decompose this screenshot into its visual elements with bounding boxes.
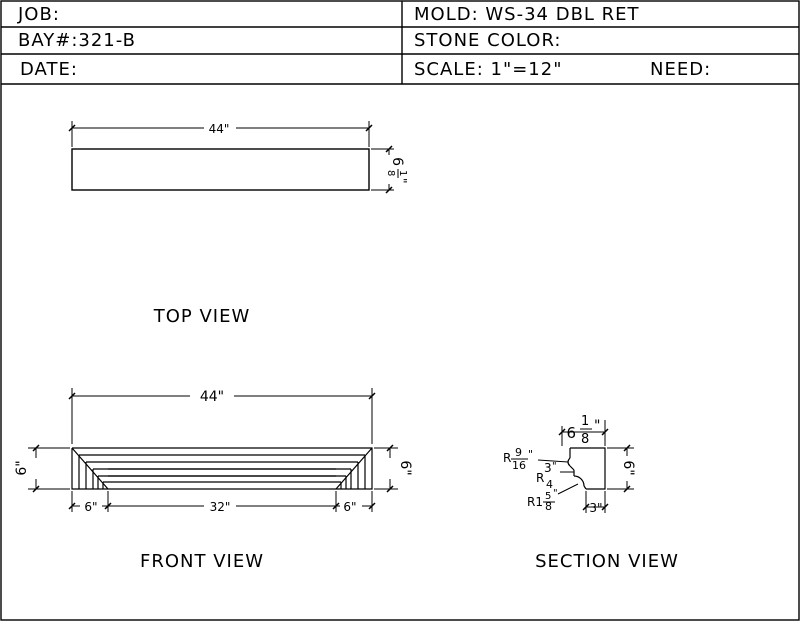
front-length-dimension: [68, 388, 376, 444]
top-length-dimension: [68, 121, 373, 147]
top-view-outline: [71, 148, 370, 191]
section-height-dimension: [607, 444, 634, 493]
section-radius-leaders: [537, 459, 579, 495]
top-length-label: 44": [209, 122, 230, 136]
top-view: 44" 6 1 8 " TOP VIEW: [68, 121, 409, 327]
svg-text:R: R: [536, 471, 544, 485]
svg-text:8: 8: [545, 500, 552, 513]
svg-text:16: 16: [512, 459, 526, 472]
section-view-caption: SECTION VIEW: [535, 551, 679, 572]
svg-text:9: 9: [515, 446, 522, 459]
svg-text:1: 1: [581, 414, 589, 429]
job-label: JOB:: [18, 4, 60, 25]
svg-text:R: R: [503, 451, 511, 465]
front-view-caption: FRONT VIEW: [140, 551, 264, 572]
svg-text:5: 5: [545, 491, 551, 502]
svg-text:8: 8: [581, 432, 589, 447]
top-view-caption: TOP VIEW: [153, 306, 251, 327]
top-depth-label: 6 1 8 ": [385, 157, 409, 183]
section-radius-1-label: R 9 16 ": [503, 446, 533, 472]
svg-text:": ": [528, 448, 533, 461]
svg-text:": ": [552, 461, 557, 472]
front-center-label: 32": [210, 500, 231, 514]
top-depth-dimension: [371, 145, 394, 194]
front-view-outline: [71, 447, 373, 490]
svg-text:": ": [594, 418, 600, 434]
svg-text:1: 1: [397, 170, 408, 176]
svg-text:4: 4: [546, 478, 553, 491]
svg-text:6: 6: [566, 424, 576, 442]
svg-text:3: 3: [544, 461, 552, 475]
section-width-label: 6 1 8 ": [566, 414, 600, 447]
section-profile: [567, 447, 606, 490]
svg-text:8: 8: [385, 170, 396, 176]
section-bottom-dimension: [582, 491, 609, 513]
front-length-label: 44": [200, 389, 224, 405]
section-bottom-label: 3": [589, 501, 602, 515]
section-width-dimension: [558, 420, 609, 446]
svg-text:R1: R1: [527, 495, 543, 509]
section-height-label: 6": [620, 460, 636, 475]
front-right-height-label: 6": [397, 460, 413, 475]
front-bottom-dimensions: [68, 491, 376, 512]
stone-color-label: STONE COLOR:: [414, 30, 562, 51]
front-left-height-dimension: [28, 444, 70, 493]
front-view: 44": [14, 388, 413, 572]
svg-text:": ": [395, 178, 409, 184]
svg-text:6: 6: [389, 157, 405, 166]
scale-label: SCALE: 1"=12": [414, 59, 563, 80]
section-view: 6 1 8 " 6": [503, 414, 679, 572]
need-label: NEED:: [650, 59, 712, 80]
bay-label: BAY#:321-B: [18, 30, 136, 51]
front-return-right-label: 6": [343, 500, 356, 514]
section-radius-3-label: R1 5 8 ": [527, 488, 558, 513]
section-radius-2-label: 3 " R 4: [536, 461, 557, 491]
front-right-height-dimension: [374, 444, 398, 493]
svg-text:": ": [553, 488, 558, 499]
date-label: DATE:: [20, 59, 78, 80]
front-left-height-label: 6": [14, 460, 30, 475]
front-return-left-label: 6": [84, 500, 97, 514]
mold-label: MOLD: WS-34 DBL RET: [414, 4, 640, 25]
